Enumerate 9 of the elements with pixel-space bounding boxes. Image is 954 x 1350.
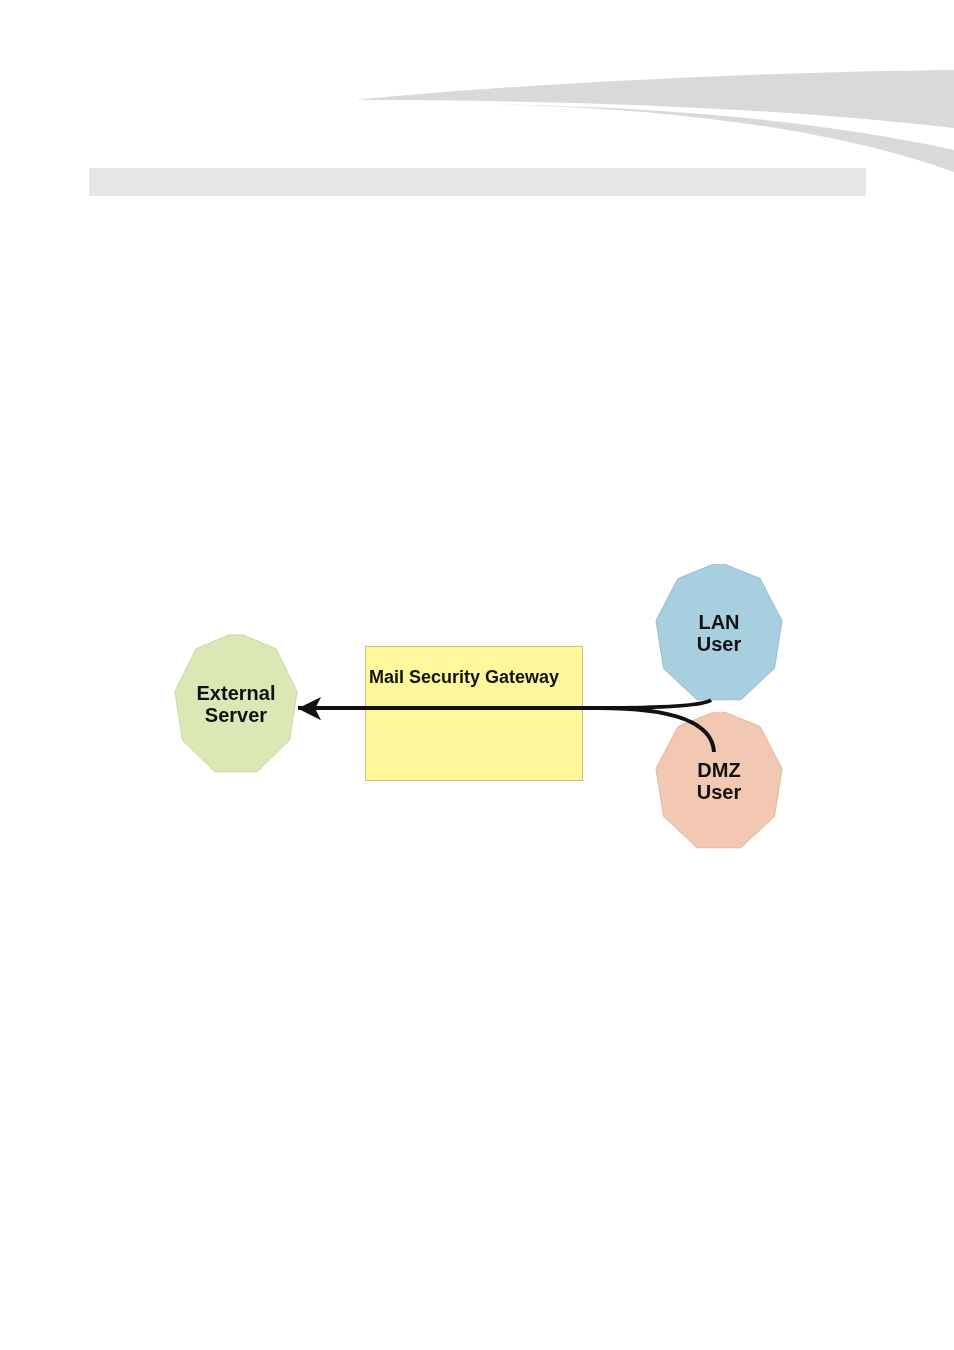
node-label: DMZ User — [695, 759, 743, 803]
arrow — [297, 696, 365, 721]
user-octagon — [655, 564, 783, 702]
gateway-box — [365, 646, 583, 781]
node-label: External Server — [195, 682, 277, 726]
user-octagon — [655, 712, 783, 850]
node-label: LAN User — [695, 611, 743, 655]
node-label: Mail Security Gateway — [369, 666, 560, 688]
server-octagon — [174, 634, 298, 774]
